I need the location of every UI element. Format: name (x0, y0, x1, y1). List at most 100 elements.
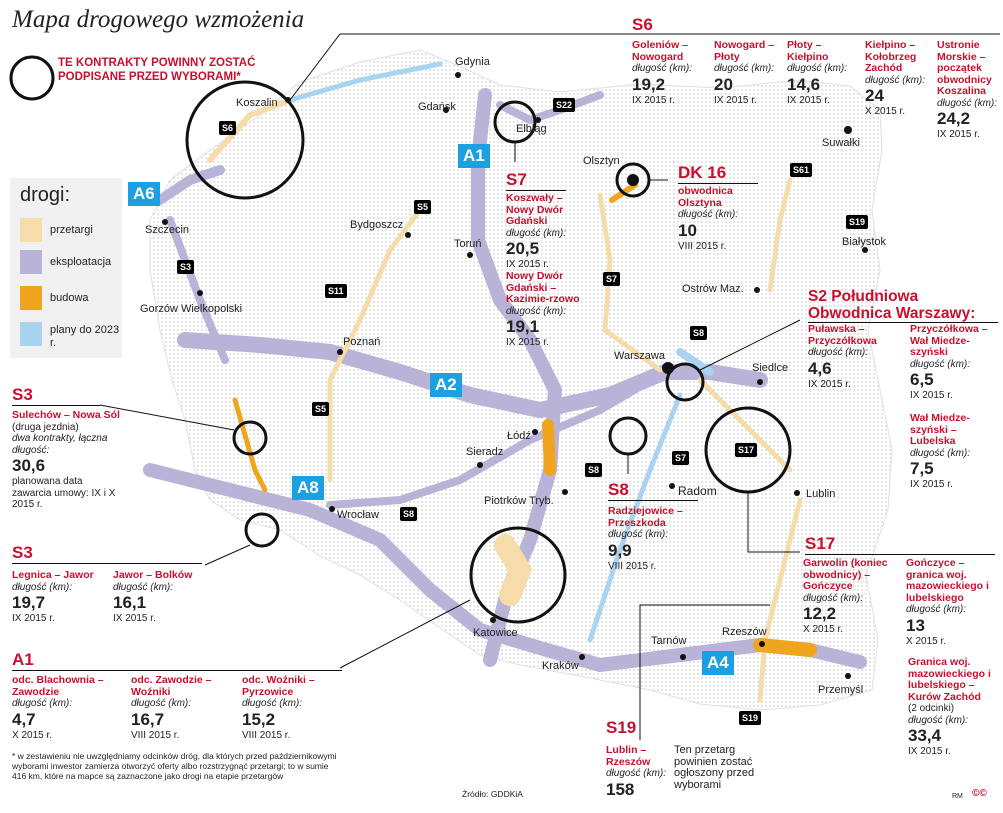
road-a4-construction (753, 638, 817, 657)
dot-bydgoszcz (405, 232, 411, 238)
legend-header: drogi: (20, 184, 71, 206)
city-przemysl: Przemyśl (818, 684, 864, 696)
leader-s19 (639, 604, 770, 740)
circle-s6 (185, 80, 305, 200)
city-katowice: Katowice (473, 627, 518, 639)
city-ostrow: Ostrów Maz. (682, 283, 744, 295)
city-wroclaw: Wrocław (337, 509, 379, 521)
legend-swatch-operating (20, 250, 42, 274)
road-badge-s6: S6 (219, 121, 237, 135)
leader-s3b (204, 544, 251, 566)
city-olsztyn: Olsztyn (583, 155, 620, 167)
dot-sieradz (477, 462, 483, 468)
city-poznan: Poznań (343, 336, 381, 348)
road-a1-tender (494, 534, 533, 606)
section-dk16-header: DK 16 (678, 163, 758, 184)
dot-piotrkow (562, 489, 568, 495)
road-badge-s8-west: S8 (400, 507, 418, 521)
leader-s17 (747, 492, 800, 553)
road-badge-s22: S22 (553, 98, 576, 112)
road-badge-s11: S11 (325, 284, 347, 298)
road-s8 (326, 368, 669, 509)
dot-tarnow (680, 654, 686, 660)
footnote: * w zestawieniu nie uwzględniamy odcinkó… (12, 751, 337, 781)
road-badge-s3: S3 (177, 260, 195, 274)
road-badge-s7-north: S7 (603, 272, 621, 286)
road-badge-s61: S61 (790, 163, 813, 177)
city-krakow: Kraków (542, 660, 579, 672)
section-s19-header: S19 (606, 718, 637, 737)
section-s3a-item: Sulechów – Nowa Sól(druga jezdnia)dwa ko… (12, 409, 120, 510)
city-piotrkow: Piotrków Tryb. (484, 495, 554, 507)
dot-poznan (337, 349, 343, 355)
credit: RM (952, 793, 963, 800)
city-siedlce: Siedlce (752, 362, 789, 374)
circle-a1 (469, 526, 567, 624)
road-a1-construction (542, 419, 556, 476)
section-s3b-header: S3 (12, 543, 202, 564)
publisher-logo-icon: ©© (972, 788, 987, 799)
section-s6-header: S6 (632, 15, 653, 34)
city-radom: Radom (678, 484, 717, 498)
road-s22 (496, 91, 604, 124)
dot-elblag (535, 117, 541, 123)
dot-lodz (532, 429, 538, 435)
dot-gdynia (455, 72, 461, 78)
circle-s3b (244, 512, 280, 548)
city-bydgoszcz: Bydgoszcz (350, 219, 404, 231)
road-badge-a2: A2 (430, 373, 462, 397)
leader-s3a (99, 404, 235, 431)
city-bialystok: Białystok (842, 236, 887, 248)
city-rzeszow: Rzeszów (722, 626, 767, 638)
dot-olsztyn (627, 174, 639, 186)
dot-radom (669, 483, 675, 489)
road-badge-a6: A6 (128, 182, 160, 206)
city-gdansk: Gdańsk (418, 101, 456, 113)
road-s6-tender (207, 97, 293, 163)
dot-ostrow (754, 287, 760, 293)
section-s7-header: S7 (506, 170, 566, 191)
section-s6-item: Ustronie Morskie – początek obwodnicy Ko… (937, 39, 998, 140)
dot-przemysl (845, 673, 851, 679)
city-gorzow: Gorzów Wielkopolski (140, 303, 243, 315)
road-s6-planned (287, 61, 443, 103)
road-s2-planned (676, 348, 714, 376)
source: Źródło: GDDKiA (462, 789, 523, 799)
dot-koszalin (285, 97, 291, 103)
leader-s6 (289, 33, 1000, 101)
road-badge-a1: A1 (458, 144, 490, 168)
road-s61 (767, 177, 793, 293)
city-torun: Toruń (454, 238, 482, 250)
dot-bialystok (862, 247, 868, 253)
dot-wroclaw (329, 506, 335, 512)
note-text: TE KONTRAKTY POWINNY ZOSTAĆ PODPISANE PR… (58, 57, 256, 83)
legend-swatch-tender (20, 218, 42, 242)
dot-rzeszow (759, 641, 765, 647)
legend-label-construction: budowa (50, 292, 89, 304)
road-badge-s19-north: S19 (846, 215, 869, 229)
road-a2 (177, 332, 768, 418)
city-lodz: Łódź (507, 430, 531, 442)
legend-label-planned: plany do 2023 r. (50, 324, 120, 349)
section-s8-header: S8 (608, 480, 698, 501)
section-s17-item: Granica woj. mazowieckiego i lubelskiego… (908, 656, 991, 757)
road-s5 (327, 207, 423, 483)
city-sieradz: Sieradz (466, 446, 504, 458)
dot-torun (467, 252, 473, 258)
